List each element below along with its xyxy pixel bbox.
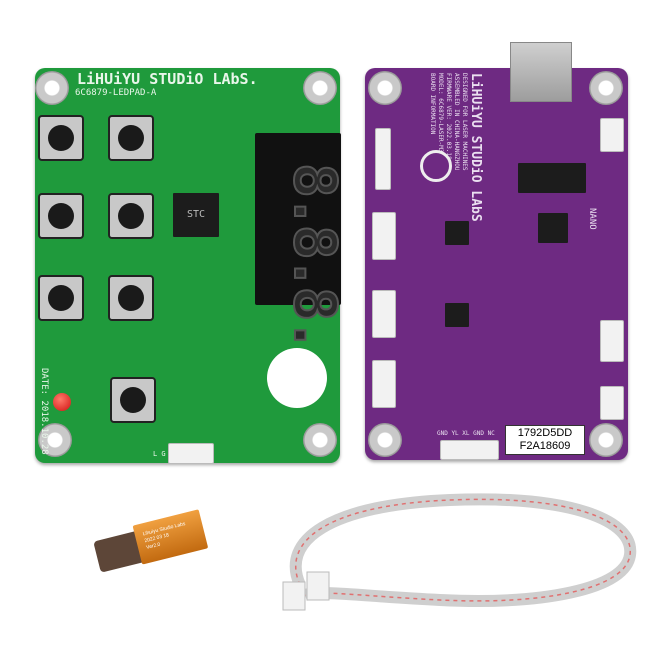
mount-hole	[589, 71, 623, 105]
connector	[440, 440, 499, 460]
connector	[372, 212, 396, 260]
mount-hole	[35, 71, 69, 105]
chip	[445, 303, 469, 327]
mount-hole	[38, 423, 72, 457]
serial-label: 1792D5DD F2A18609	[505, 425, 585, 455]
connector	[372, 290, 396, 338]
connector	[168, 443, 214, 464]
serial-line: 1792D5DD	[517, 427, 573, 439]
push-button[interactable]	[108, 275, 154, 321]
chip	[538, 213, 568, 243]
bottom-pin-labels: GND YL XL GND NC	[437, 430, 495, 437]
controller-board: LiHUiYU STUDiO LAbS DESIGNED FOR LASER M…	[365, 68, 628, 460]
connector	[600, 320, 624, 362]
mount-hole	[303, 423, 337, 457]
push-button[interactable]	[108, 115, 154, 161]
seven-segment-display: 8.8.8.	[255, 133, 350, 350]
cable-plug	[306, 571, 330, 601]
board-brand: LiHUiYU STUDiO LAbS.	[77, 70, 258, 88]
push-button[interactable]	[38, 275, 84, 321]
cable-plug	[282, 581, 306, 611]
logo-icon	[420, 150, 452, 182]
chip	[445, 221, 469, 245]
push-button[interactable]	[108, 193, 154, 239]
cable-stripe	[295, 498, 631, 602]
mount-hole	[368, 71, 402, 105]
mount-hole	[589, 423, 623, 457]
red-led-icon	[53, 393, 71, 411]
cable-body	[289, 493, 637, 607]
push-button[interactable]	[110, 377, 156, 423]
board-cutout	[267, 348, 327, 408]
board-model: 6C6879-LEDPAD-A	[75, 88, 157, 98]
push-button[interactable]	[38, 193, 84, 239]
mount-hole	[368, 423, 402, 457]
connector	[372, 360, 396, 408]
ribbon-connector	[375, 128, 391, 190]
chip	[518, 163, 586, 193]
usb-b-port	[510, 42, 572, 102]
mount-hole	[303, 71, 337, 105]
connector	[600, 386, 624, 420]
connector	[600, 118, 624, 152]
serial-line: F2A18609	[519, 440, 571, 452]
mcu-chip: STC	[173, 193, 219, 237]
push-button[interactable]	[38, 115, 84, 161]
